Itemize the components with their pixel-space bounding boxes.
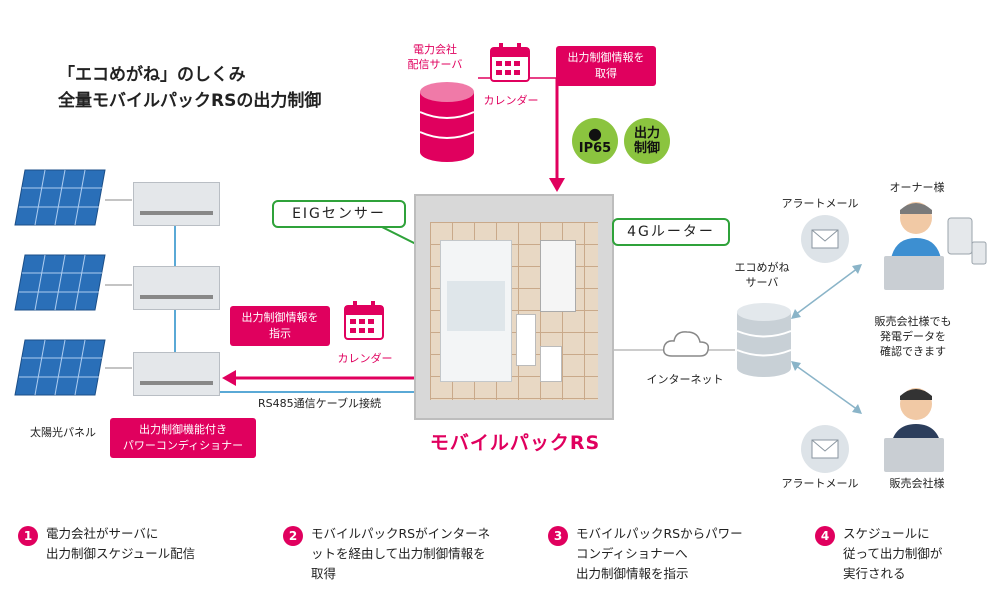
alert-mail-label-2: アラートメール (781, 477, 859, 490)
dealer-arrowhead-1 (852, 404, 862, 414)
solar-panels (14, 169, 106, 396)
ip65-text: IP65 (578, 140, 612, 156)
diagram-title: 「エコめがね」のしくみ 全量モバイルパックRSの出力制御 (58, 62, 321, 114)
owner-avatar (884, 202, 987, 290)
owner-arrow-line (794, 267, 859, 316)
utility-database-icon (419, 82, 475, 162)
solar-panel-2-icon (14, 254, 106, 311)
dealer-label: 販売会社様 (889, 477, 945, 490)
step-2-number: 2 (283, 526, 303, 546)
product-name: モバイルパックRS (429, 432, 601, 454)
instruct-callout: 出力制御情報を 指示 (230, 306, 330, 346)
mobile-pack-enclosure (414, 194, 614, 420)
step-3-number: 3 (548, 526, 568, 546)
pcs-unit-2 (133, 266, 220, 310)
router-label: 4Gルーター (612, 218, 730, 246)
title-line2: 全量モバイルパックRSの出力制御 (58, 91, 322, 111)
step-3-text: モバイルパックRSからパワー コンディショナーへ 出力制御情報を指示 (576, 526, 743, 581)
pcs-unit-1 (133, 182, 220, 226)
acquire-callout: 出力制御情報を 取得 (556, 46, 656, 86)
owner-arrowhead-1 (852, 264, 862, 274)
calendar-label-left: カレンダー (337, 352, 393, 365)
rs485-label: RS485通信ケーブル接続 (258, 397, 381, 410)
owner-label: オーナー様 (889, 181, 945, 194)
cloud-icon (662, 331, 710, 357)
calendar-icon-top (490, 43, 530, 82)
control-arrowhead (222, 370, 236, 386)
step-4-text: スケジュールに 従って出力制御が 実行される (843, 526, 943, 581)
calendar-label-top: カレンダー (483, 94, 539, 107)
eig-sensor-label: EIGセンサー (272, 200, 406, 228)
dealer-info-text: 販売会社様でも 発電データを 確認できます (874, 315, 952, 358)
alert-mail-label-1: アラートメール (781, 197, 859, 210)
sensor-module (540, 346, 562, 382)
step-4-number: 4 (815, 526, 835, 546)
title-line1: 「エコめがね」のしくみ (58, 65, 246, 85)
eco-database-icon (736, 303, 792, 377)
breaker-panel (440, 240, 512, 382)
dealer-avatar (884, 388, 944, 472)
ip65-badge: ● IP65 (572, 118, 618, 164)
step-1-number: 1 (18, 526, 38, 546)
step-1-text: 電力会社がサーバに 出力制御スケジュール配信 (46, 526, 196, 561)
mail-icon-2 (801, 425, 849, 473)
owner-arrowhead-2 (791, 309, 801, 319)
outlet (516, 314, 536, 366)
router-device (540, 240, 576, 312)
mail-icon-1 (801, 215, 849, 263)
dealer-arrow-line (794, 364, 859, 411)
control-badge: 出力 制御 (624, 118, 670, 164)
utility-arrowhead (549, 178, 565, 192)
utility-server-label: 電力会社 配信サーバ (407, 43, 463, 71)
pcs-unit-3 (133, 352, 220, 396)
eco-server-label: エコめがね サーバ (734, 261, 790, 289)
solar-panel-1-icon (14, 169, 106, 226)
pcs-label: 出力制御機能付き パワーコンディショナー (110, 418, 256, 458)
water-drop-icon: ● (588, 123, 602, 143)
dealer-arrowhead-2 (791, 361, 801, 371)
solar-panel-3-icon (14, 339, 106, 396)
step-2-text: モバイルパックRSがインターネ ットを経由して出力制御情報を 取得 (311, 526, 491, 581)
internet-label: インターネット (646, 373, 724, 386)
calendar-icon-left (344, 301, 384, 340)
solar-panel-label: 太陽光パネル (30, 426, 96, 439)
